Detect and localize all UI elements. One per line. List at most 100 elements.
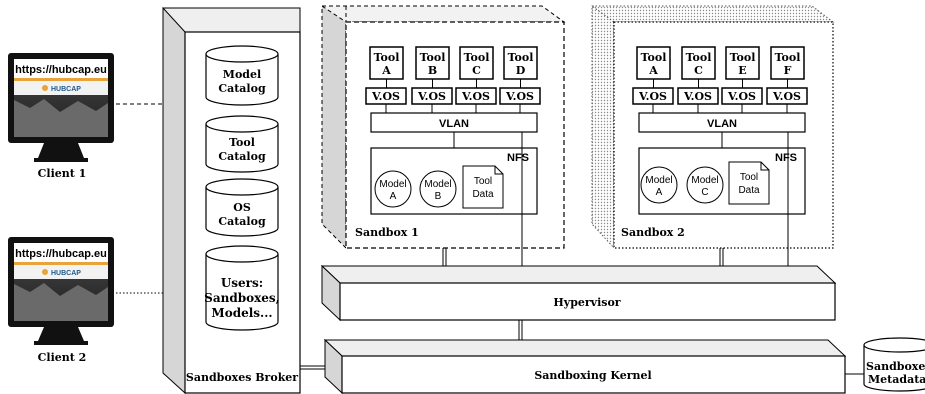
sandbox-label: Sandbox 2 (621, 226, 685, 239)
screen-image (14, 99, 108, 137)
tool-catalog: Tool Catalog (205, 115, 279, 173)
tool-label: C (472, 64, 481, 77)
monitor-base (34, 341, 88, 345)
screen-image (14, 283, 108, 321)
model-label: A (390, 191, 397, 202)
sandboxes-metadata: Sandboxes Metadata (863, 337, 925, 392)
tool-label: D (516, 64, 526, 77)
nfs-label: NFS (775, 152, 797, 164)
monitor-stand (38, 143, 84, 158)
tool-label: Tool (464, 51, 490, 64)
model-label: C (701, 187, 708, 198)
tool-data-document-icon: Tool Data (728, 161, 770, 205)
tool-label: Tool (686, 51, 712, 64)
tool-box: Tool E (725, 46, 760, 80)
tool-label: B (428, 64, 437, 77)
monitor-stand (38, 327, 84, 341)
hubcap-logo-icon (42, 269, 48, 275)
tool-data-label: Tool (474, 176, 492, 187)
tool-label: A (381, 64, 391, 77)
hypervisor: Hypervisor (320, 264, 837, 322)
tool-box: Tool C (681, 46, 716, 80)
catalog-line: Tool (229, 136, 255, 149)
broker-side-face (162, 7, 186, 394)
tool-label: Tool (641, 51, 667, 64)
url-bar (14, 59, 108, 78)
catalog-line: OS (233, 201, 251, 214)
banner-stripe (14, 78, 108, 81)
vos-label: V.OS (371, 90, 400, 103)
sandboxes-broker: Sandboxes Broker Model Catalog Tool Cata… (161, 7, 301, 394)
kernel-label: Sandboxing Kernel (534, 369, 651, 382)
tool-label: Tool (374, 51, 400, 64)
catalog-line: Catalog (218, 82, 266, 95)
tool-box: Tool C (459, 46, 494, 80)
tool-box: Tool A (369, 46, 404, 80)
client-2: https://hubcap.eu HUBCAP Client 2 (8, 237, 114, 364)
catalog-line: Sandboxes, (204, 291, 280, 305)
vos-box: V.OS (411, 87, 453, 105)
sandbox-1: Sandbox 1 Tool A Tool B Tool C Tool D (320, 5, 566, 250)
brand-bar (14, 265, 108, 279)
url-bar (14, 243, 108, 262)
model-catalog: Model Catalog (205, 45, 279, 106)
sandbox-side-face (591, 5, 615, 250)
tool-label: E (738, 64, 746, 77)
model-circle: Model A (374, 170, 412, 208)
broker-label: Sandboxes Broker (186, 371, 298, 384)
tool-box: Tool A (636, 46, 671, 80)
banner-stripe (14, 262, 108, 265)
hubcap-logo-icon (42, 85, 48, 91)
model-circle: Model C (686, 166, 724, 204)
vos-label: V.OS (417, 90, 446, 103)
client-url: https://hubcap.eu (15, 64, 107, 76)
vos-box: V.OS (677, 87, 719, 105)
kernel-front-face (341, 355, 846, 394)
tool-label: Tool (420, 51, 446, 64)
nfs-label: NFS (507, 152, 529, 164)
brand-bar (14, 81, 108, 95)
model-circle: Model B (419, 170, 457, 208)
tool-box: Tool B (415, 46, 450, 80)
tool-data-document-icon: Tool Data (462, 165, 504, 209)
users-catalog: Users: Sandboxes, Models... (204, 245, 280, 331)
os-catalog: OS Catalog (205, 178, 279, 237)
catalog-line: Catalog (218, 215, 266, 228)
monitor-base (34, 158, 88, 162)
metadata-line: Sandboxes (866, 360, 925, 373)
model-label: A (656, 187, 663, 198)
model-circle: Model A (640, 166, 678, 204)
tool-data-label: Tool (740, 172, 758, 183)
client-label: Client 2 (38, 351, 87, 364)
tool-label: F (784, 64, 792, 77)
tool-box: Tool F (770, 46, 805, 80)
sandbox-top-face (590, 5, 835, 23)
vos-label: V.OS (683, 90, 712, 103)
model-label: Model (645, 175, 672, 186)
client-1: https://hubcap.eu HUBCAP Client 1 (8, 53, 114, 180)
tool-data-label: Data (738, 185, 760, 196)
hypervisor-label: Hypervisor (553, 296, 620, 309)
tool-label: A (648, 64, 658, 77)
client-brand: HUBCAP (51, 86, 81, 93)
vos-label: V.OS (461, 90, 490, 103)
tool-label: C (694, 64, 703, 77)
model-label: B (435, 191, 442, 202)
client-label: Client 1 (38, 167, 87, 180)
model-label: Model (379, 179, 406, 190)
vos-box: V.OS (766, 87, 808, 105)
vos-label: V.OS (772, 90, 801, 103)
vos-label: V.OS (638, 90, 667, 103)
sandbox-top-face (320, 5, 566, 23)
vos-label: V.OS (727, 90, 756, 103)
vos-box: V.OS (721, 87, 763, 105)
client-url: https://hubcap.eu (15, 248, 107, 260)
sandbox-label: Sandbox 1 (355, 226, 419, 239)
model-label: Model (691, 175, 718, 186)
hypervisor-front-face (339, 282, 836, 321)
catalog-line: Users: (221, 276, 263, 290)
catalog-line: Models... (211, 306, 272, 320)
sandbox-2: Sandbox 2 Tool A Tool C Tool E Tool F V.… (590, 5, 835, 250)
broker-top-face (161, 7, 301, 33)
